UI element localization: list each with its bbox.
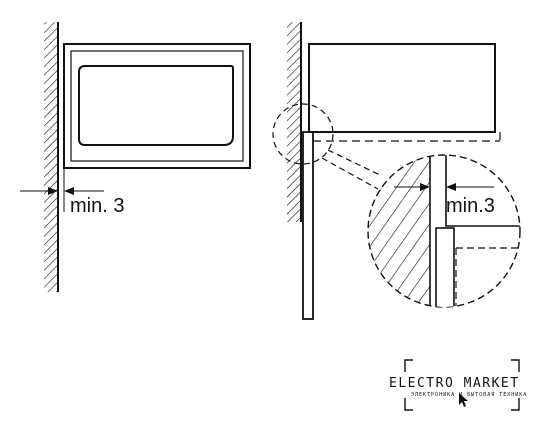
- electro-market-logo: ELECTRO MARKET ЭЛЕКТРОНИКА И БЫТОВАЯ ТЕХ…: [389, 359, 527, 411]
- appliance-window: [78, 65, 234, 146]
- arrow-right-icon: [48, 187, 58, 195]
- detail-connector-lines: [321, 149, 383, 190]
- appliance-side: [308, 43, 496, 133]
- appliance-front: [63, 43, 251, 169]
- left-clearance-dimension: min. 3: [20, 168, 124, 217]
- magnified-wall-hatching: [368, 155, 430, 307]
- cursor-icon: [459, 393, 468, 407]
- magnified-appliance-corner: [445, 155, 520, 227]
- arrow-left-icon: [64, 187, 74, 195]
- detail-marker-circle: [272, 103, 334, 165]
- logo-brand: ELECTRO MARKET: [389, 376, 520, 391]
- right-clearance-label: min.3: [446, 195, 495, 217]
- magnified-panel: [435, 227, 455, 307]
- dashed-shelf: [313, 132, 501, 142]
- left-clearance-label: min. 3: [70, 195, 124, 217]
- arrow-right-icon: [420, 183, 430, 191]
- left-view: min. 3: [20, 22, 251, 292]
- left-wall-hatching: [44, 22, 58, 292]
- right-wall-hatching: [287, 22, 301, 222]
- right-view: min.3: [272, 22, 521, 320]
- logo-tagline: ЭЛЕКТРОНИКА И БЫТОВАЯ ТЕХНИКА: [411, 392, 527, 398]
- right-clearance-dimension: min.3: [394, 183, 495, 217]
- arrow-left-icon: [446, 183, 456, 191]
- side-panel: [302, 131, 314, 320]
- magnified-detail: min.3: [367, 154, 521, 308]
